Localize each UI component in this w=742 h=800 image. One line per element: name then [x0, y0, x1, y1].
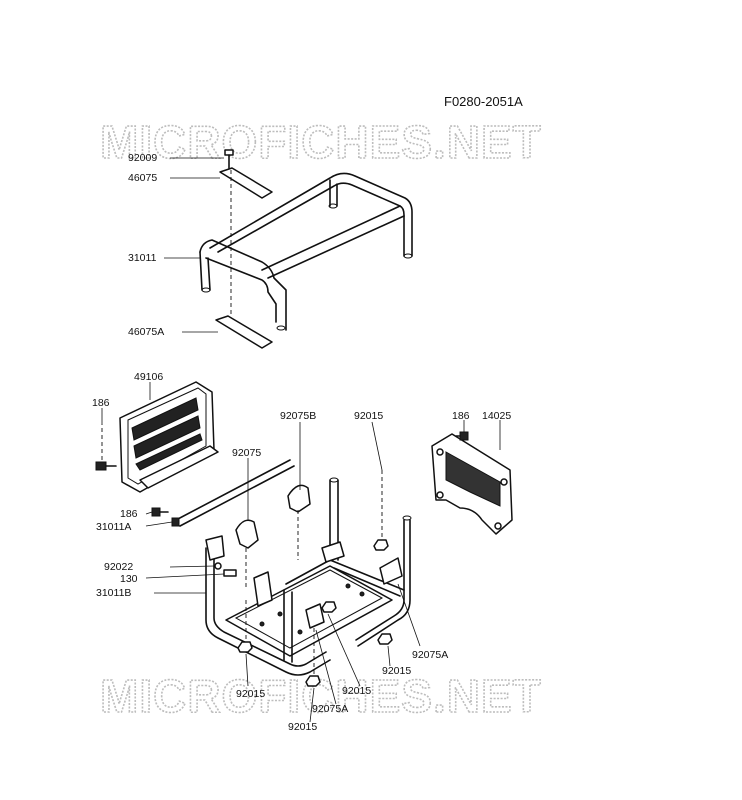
panel-49106 [119, 381, 219, 493]
frame-handle-31011 [199, 172, 413, 331]
plate-46075A [215, 315, 273, 349]
diagram-code: F0280-2051A [444, 94, 523, 109]
bolt-92009 [224, 149, 234, 169]
clamp-92075A-center [305, 603, 325, 629]
clamp-92075 [235, 519, 259, 549]
cover-14025 [431, 433, 513, 535]
clamp-92075A-right [379, 557, 403, 585]
base-frame-31011B [205, 477, 412, 676]
bar-31011A [171, 459, 295, 527]
plate-46075 [219, 167, 273, 199]
nut-92015-bottom-center [321, 601, 337, 613]
watermark-top: MICROFICHES.NET [100, 116, 542, 168]
label-92075B: 92075B [280, 410, 316, 422]
screw-186-left [95, 424, 117, 471]
nut-92015-top [373, 470, 389, 551]
watermark-bottom: MICROFICHES.NET [100, 670, 542, 722]
label-186-mid: 186 [120, 508, 138, 520]
nut-92015-right [377, 633, 393, 645]
nut-92015-bottom-left [237, 600, 253, 653]
label-46075A: 46075A [128, 326, 164, 338]
label-92022: 92022 [104, 561, 133, 573]
label-92075: 92075 [232, 447, 261, 459]
label-186-right: 186 [452, 410, 470, 422]
label-31011: 31011 [128, 252, 157, 264]
label-92075A-right: 92075A [412, 649, 448, 661]
clamp-92075B [287, 484, 311, 513]
label-31011A: 31011A [96, 521, 131, 533]
label-46075: 46075 [128, 172, 157, 184]
bolt-130 [223, 569, 237, 577]
nut-92015-bottom [305, 628, 321, 687]
label-92015-top: 92015 [354, 410, 383, 422]
screw-186-mid [151, 507, 169, 517]
label-92015-right: 92015 [382, 665, 411, 677]
label-49106: 49106 [134, 371, 163, 383]
washer-92022 [214, 562, 222, 570]
label-92015-bottom-center: 92015 [342, 685, 371, 697]
label-92015-bottom-left: 92015 [236, 688, 265, 700]
label-92075A-bottom: 92075A [312, 703, 348, 715]
clamp-92075A-upper [321, 541, 345, 563]
label-92015-bottom: 92015 [288, 721, 317, 733]
label-31011B: 31011B [96, 587, 131, 599]
label-130: 130 [120, 573, 138, 585]
label-186-left: 186 [92, 397, 110, 409]
label-92009: 92009 [128, 152, 157, 164]
label-14025: 14025 [482, 410, 511, 422]
